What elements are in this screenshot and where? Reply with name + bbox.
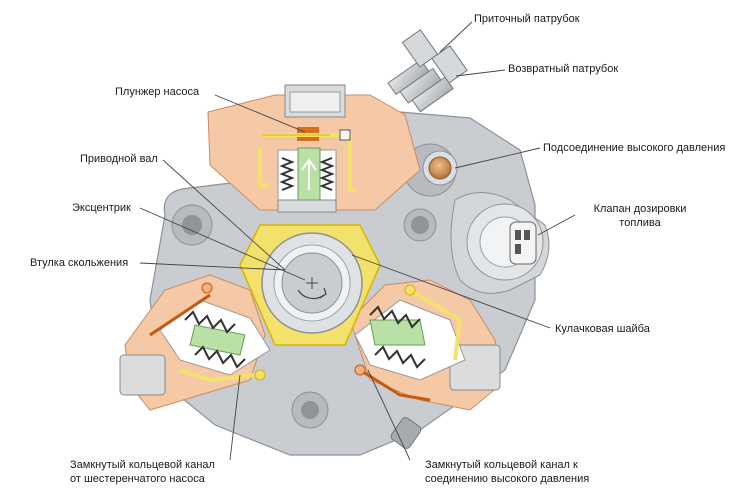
label-slide-bushing: Втулка скольжения [30,257,129,269]
cam-and-eccentric [239,224,381,346]
label-return-pipe: Возвратный патрубок [508,63,619,75]
label-drive-shaft: Приводной вал [80,153,158,165]
label-ring-channel-gear-line2: от шестеренчатого насоса [70,473,205,485]
label-metering-valve-line2: топлива [619,217,661,229]
high-pressure-port [422,150,458,186]
label-metering-valve-line1: Клапан дозировки [593,203,687,215]
right-pump-section [349,279,501,411]
label-cam-washer: Кулачковая шайба [555,323,650,335]
label-high-pressure-connection: Подсоединение высокого давления [543,142,726,154]
label-intake-pipe: Приточный патрубок [474,13,580,25]
label-ring-channel-hp-line2: соединению высокого давления [425,473,590,485]
label-ring-channel-hp: Замкнутый кольцевой канал к соединению в… [425,458,589,486]
label-ring-channel-gear-line1: Замкнутый кольцевой канал [70,459,215,471]
label-eccentric: Эксцентрик [72,202,131,214]
metering-valve [450,192,550,294]
leader-lines [139,21,576,461]
label-ring-channel-gear: Замкнутый кольцевой канал от шестеренчат… [70,458,215,486]
intake-return-pipes [387,29,468,113]
label-ring-channel-hp-line1: Замкнутый кольцевой канал к [425,459,578,471]
left-pump-section [119,274,271,411]
top-pump-section [207,84,421,213]
label-metering-valve: Клапан дозировки топлива [585,202,695,230]
label-plunger: Плунжер насоса [115,86,200,98]
